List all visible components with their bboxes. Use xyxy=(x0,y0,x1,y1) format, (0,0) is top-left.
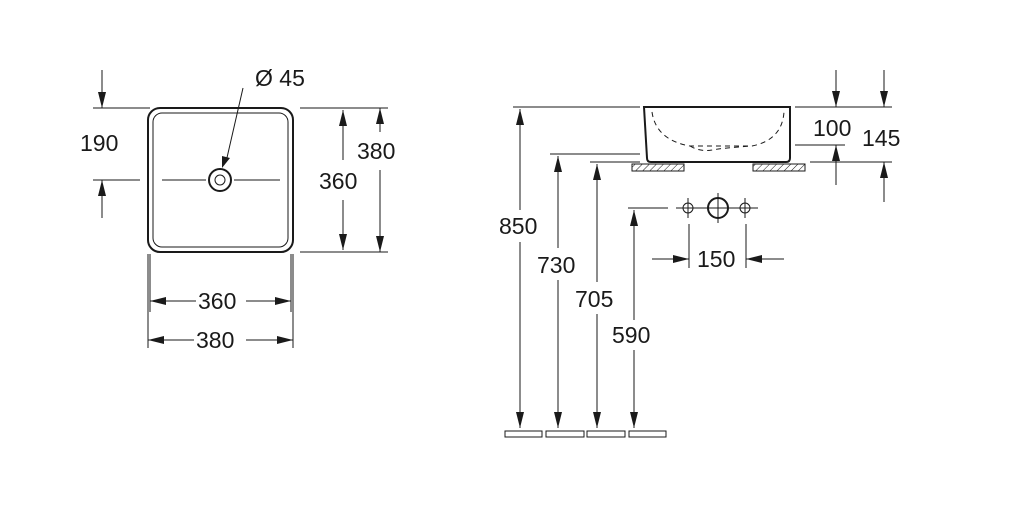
basin-outer-outline xyxy=(147,107,294,253)
basin-inner-dashed xyxy=(651,111,785,147)
inner-depth-label: 360 xyxy=(319,168,357,194)
height-590-label: 590 xyxy=(612,322,650,348)
floor-block-2 xyxy=(545,430,585,438)
inner-width-label: 360 xyxy=(198,288,236,314)
floor-block-4 xyxy=(628,430,667,438)
top-view: Ø 45 190 360 380 360 3 xyxy=(80,65,395,353)
drain-icon xyxy=(162,168,280,192)
drain-leader-line xyxy=(225,87,244,163)
countertop-right xyxy=(752,163,806,172)
bowl-height-label: 100 xyxy=(813,115,851,141)
basin-side-outline xyxy=(642,106,791,163)
outer-depth-label: 380 xyxy=(357,138,395,164)
height-730-label: 730 xyxy=(537,252,575,278)
outer-width-label: 380 xyxy=(196,327,234,353)
basin-inner-outline xyxy=(152,112,289,248)
height-850-label: 850 xyxy=(499,213,537,239)
countertop-left xyxy=(631,163,685,172)
total-height-label: 145 xyxy=(862,125,900,151)
tap-spacing-label: 150 xyxy=(697,246,735,272)
drain-offset-label: 190 xyxy=(80,130,118,156)
floor-block-1 xyxy=(504,430,543,438)
floor-block-3 xyxy=(586,430,626,438)
drain-diameter-label: Ø 45 xyxy=(255,65,305,91)
side-view: 100 145 850 730 705 590 xyxy=(499,70,900,438)
height-705-label: 705 xyxy=(575,286,613,312)
tap-connections-icon xyxy=(676,193,758,223)
